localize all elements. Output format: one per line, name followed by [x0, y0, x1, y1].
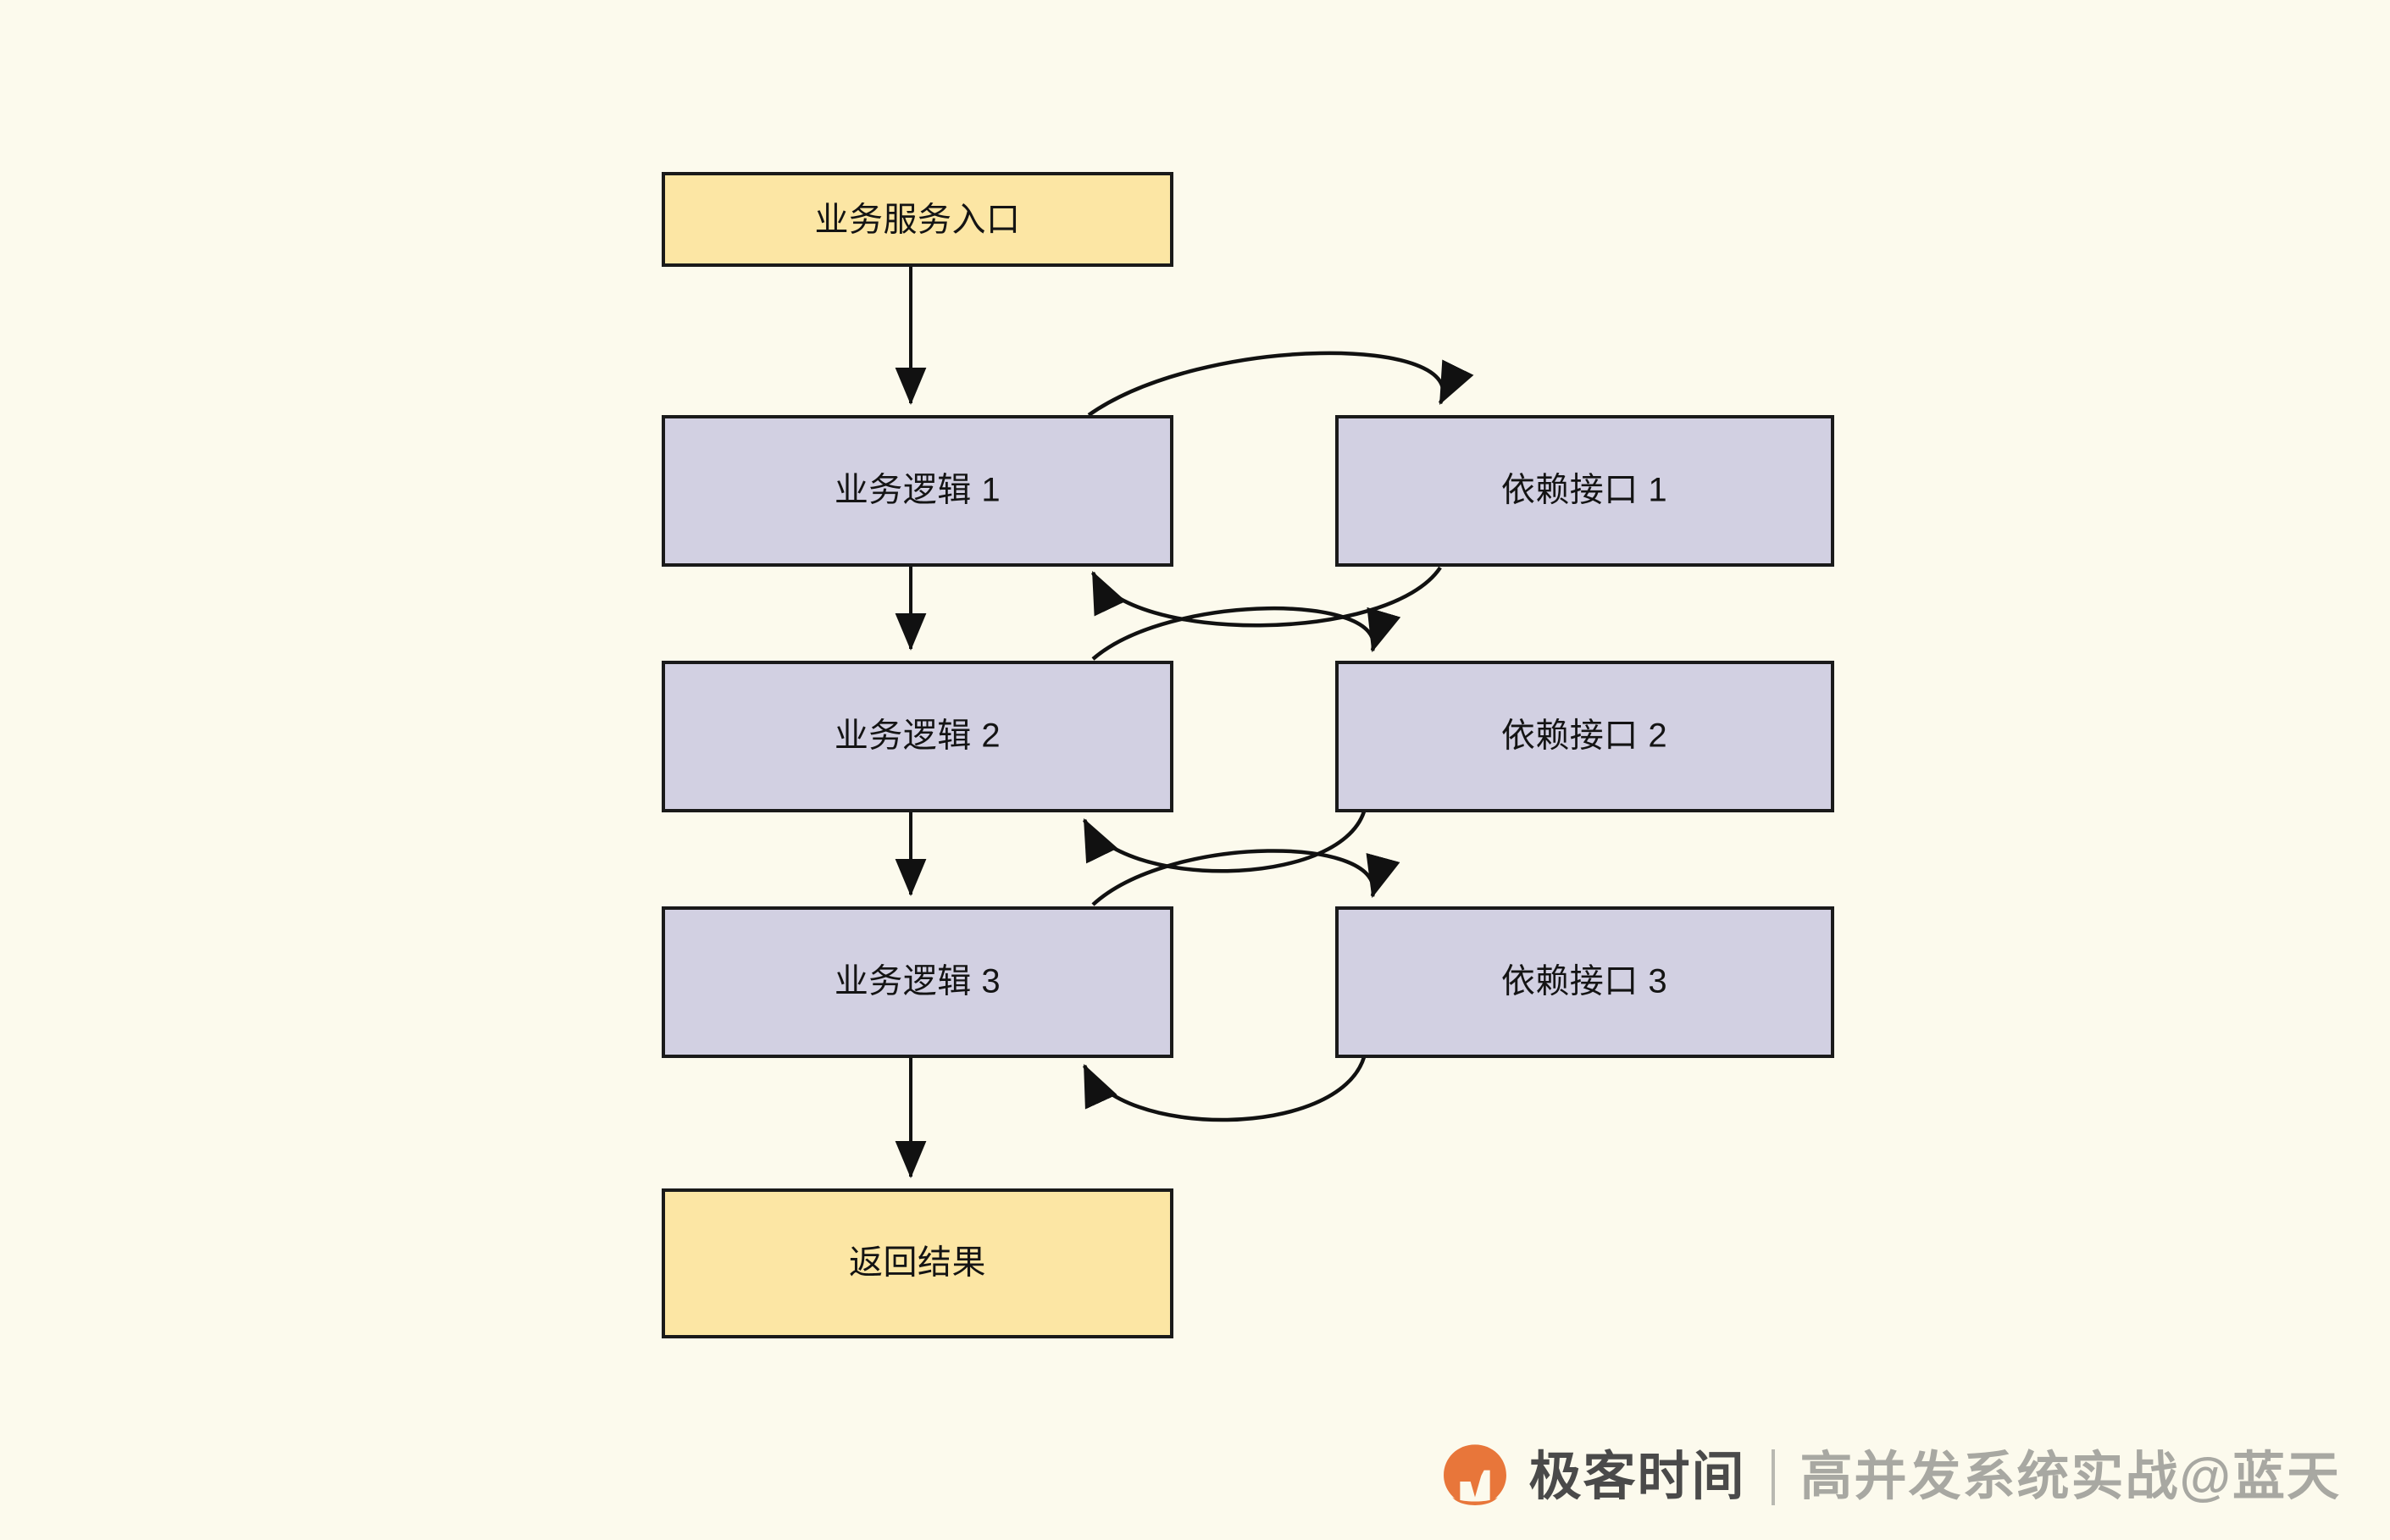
node-logic2-label: 业务逻辑 2	[835, 717, 1001, 755]
node-logic1[interactable]: 业务逻辑 1	[662, 415, 1173, 567]
node-logic3-label: 业务逻辑 3	[835, 963, 1001, 1000]
node-dep3[interactable]: 依赖接口 3	[1335, 906, 1834, 1058]
node-dep1-label: 依赖接口 1	[1501, 472, 1667, 509]
node-entry[interactable]: 业务服务入口	[662, 172, 1173, 267]
edge-dep2-to-logic2	[1082, 811, 1367, 873]
node-dep2[interactable]: 依赖接口 2	[1335, 661, 1834, 812]
node-dep2-label: 依赖接口 2	[1501, 717, 1667, 755]
node-dep1[interactable]: 依赖接口 1	[1335, 415, 1834, 567]
geekbang-logo-icon	[1443, 1444, 1506, 1505]
brand-name: 极客时间	[1528, 1448, 1746, 1506]
edge-dep3-to-logic3	[1082, 1056, 1367, 1122]
node-logic3[interactable]: 业务逻辑 3	[662, 906, 1173, 1058]
footer-watermark: 极客时间 高并发系统实战@蓝天	[1439, 1438, 2341, 1516]
node-result[interactable]: 返回结果	[662, 1188, 1173, 1338]
edge-dep1-to-logic1	[1090, 566, 1442, 628]
edge-logic3-to-dep3	[1091, 849, 1400, 906]
node-logic2[interactable]: 业务逻辑 2	[662, 661, 1173, 812]
node-logic1-label: 业务逻辑 1	[835, 472, 1001, 509]
edge-logic1-to-dep1	[1087, 351, 1474, 417]
node-dep3-label: 依赖接口 3	[1501, 963, 1667, 1000]
brand-tagline: 高并发系统实战@蓝天	[1799, 1448, 2341, 1506]
node-entry-label: 业务服务入口	[815, 202, 1021, 239]
edge-logic2-to-dep2	[1091, 607, 1401, 661]
node-result-label: 返回结果	[849, 1244, 986, 1282]
brand-divider	[1771, 1449, 1775, 1505]
